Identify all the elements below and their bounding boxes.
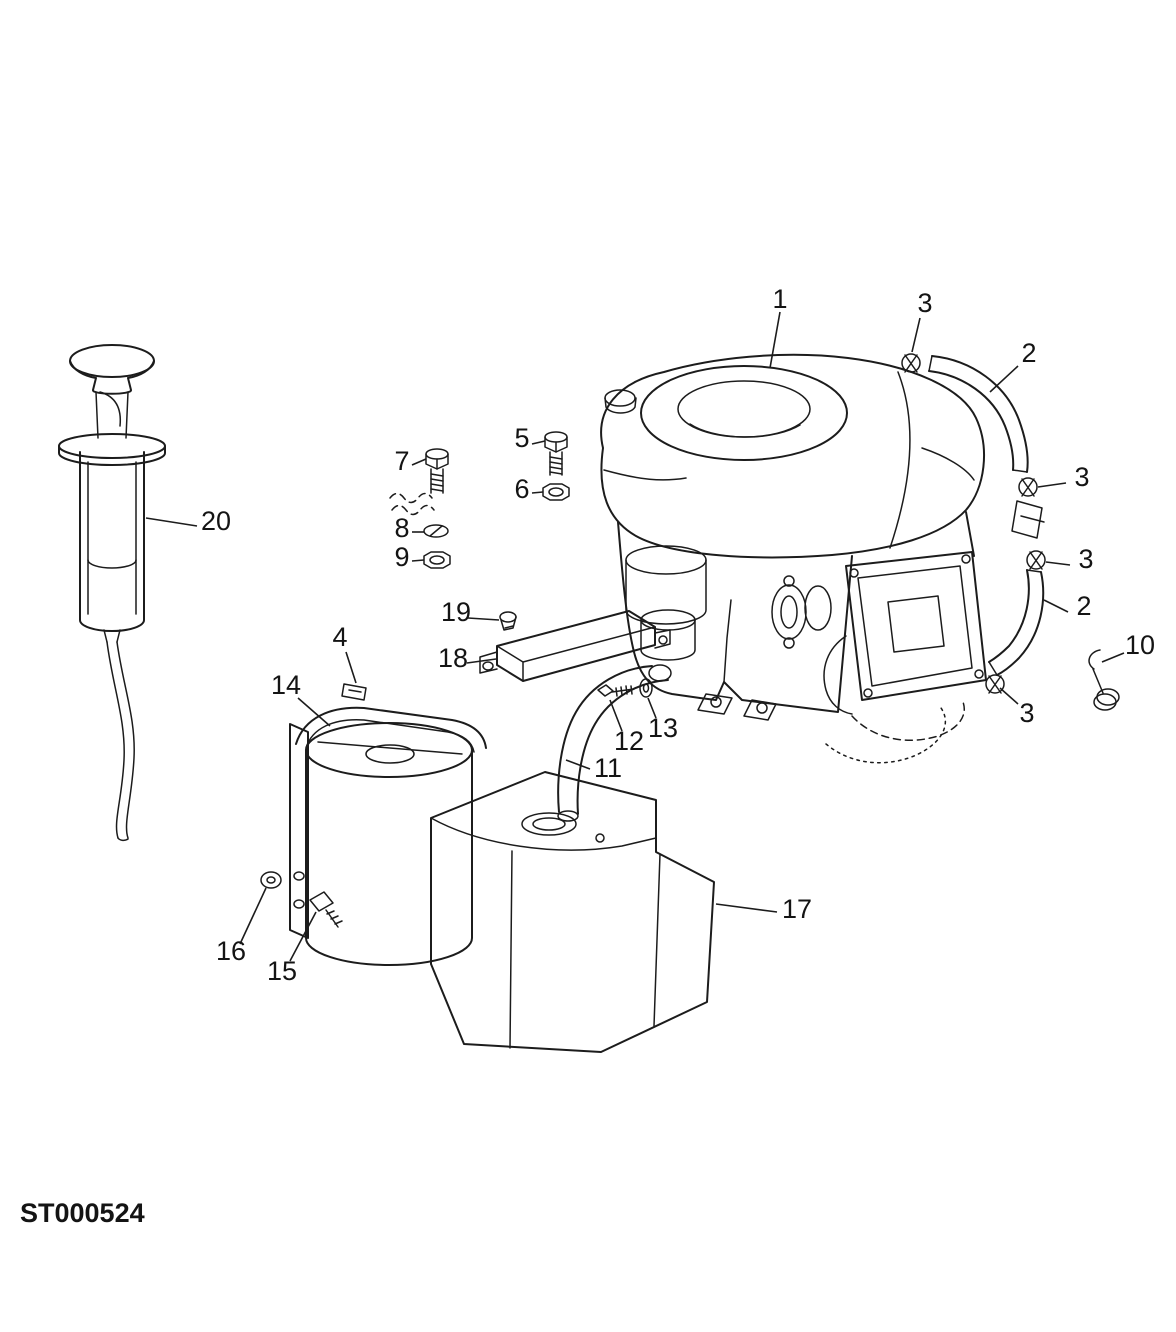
callout-labels: 1 3 2 3 5 7 6 8 9 3 2 20 10 19 4 18 14 1… [201,284,1155,986]
screw-19 [499,611,517,631]
callout-11: 11 [594,753,622,783]
callout-17: 17 [782,894,812,924]
callout-3-c: 3 [1078,544,1093,574]
callout-18: 18 [438,643,468,673]
wiring-harness [823,635,965,764]
nut-6 [542,483,570,501]
exhaust-gasket [771,575,832,649]
electrical-box [845,551,987,701]
callout-2-a: 2 [1021,338,1036,368]
callout-20: 20 [201,506,231,536]
thread-squiggle [389,492,435,516]
bolt-12 [597,684,635,697]
callout-8: 8 [394,513,409,543]
callout-3-a: 3 [917,288,932,318]
callout-10: 10 [1125,630,1155,660]
lock-washer-8 [423,524,449,538]
callout-2-b: 2 [1076,591,1091,621]
lower-hose [988,569,1045,676]
callout-15: 15 [267,956,297,986]
oil-drain-tube [557,664,672,822]
hook-spring [1088,649,1120,711]
leader-lines [145,311,1125,962]
heat-shield-bracket [479,610,671,682]
engine-drawing [600,353,987,764]
hose-clamp-bottom [985,674,1005,694]
washer-13 [639,678,653,698]
upper-hose [928,355,1029,473]
hose-clamp-right-upper [1018,477,1038,497]
hose-clamp-top [901,353,921,373]
callout-5: 5 [514,423,529,453]
callout-1: 1 [772,284,787,314]
image-code: ST000524 [20,1198,145,1228]
muffler-assembly [289,706,487,966]
muffler-guard [430,771,715,1053]
washer-16 [260,871,282,889]
oil-cap [604,389,637,414]
callout-12: 12 [614,726,644,756]
nut-9 [423,551,451,569]
hose-fitting [1011,500,1045,539]
callout-3-b: 3 [1074,462,1089,492]
bolt-15 [309,891,343,928]
callout-14: 14 [271,670,301,700]
callout-4: 4 [332,622,347,652]
callout-3-d: 3 [1019,698,1034,728]
callout-13: 13 [648,713,678,743]
callout-6: 6 [514,474,529,504]
clip-4 [341,683,367,701]
callout-19: 19 [441,597,471,627]
bolt-5 [544,431,568,476]
bolt-7 [425,448,449,494]
oil-extractor-syringe [58,344,166,842]
callout-16: 16 [216,936,246,966]
callout-7: 7 [394,446,409,476]
callout-9: 9 [394,542,409,572]
hose-clamp-right-lower [1026,550,1046,570]
